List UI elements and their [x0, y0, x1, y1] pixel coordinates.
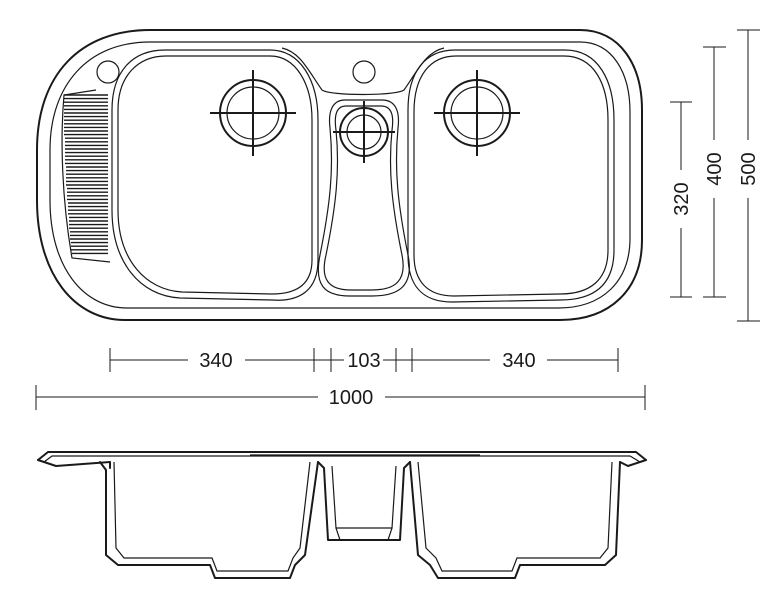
dim-340-right-label: 340: [502, 350, 535, 372]
tap-hole-center: [352, 60, 376, 84]
horizontal-dimensions: 340 103 340 1000: [35, 348, 646, 410]
tap-hole-left: [96, 60, 120, 84]
section-right-bowl: [409, 461, 621, 579]
section-middle-bowl: [317, 461, 411, 541]
middle-bowl-inner: [323, 105, 404, 291]
right-bowl: [407, 49, 615, 303]
vertical-dimensions: 320 400 500: [670, 29, 760, 322]
drain-right: [434, 70, 520, 156]
sink-outer-outline: [36, 29, 643, 321]
dim-1000-label: 1000: [329, 387, 374, 409]
left-bowl: [111, 49, 319, 301]
dim-400-label: 400: [704, 152, 726, 185]
dim-103-label: 103: [347, 350, 380, 372]
dim-500: 500: [737, 29, 760, 322]
right-bowl-inner: [413, 55, 609, 297]
dim-320: 320: [670, 101, 693, 298]
dim-500-label: 500: [738, 152, 760, 185]
sink-inner-rim: [49, 41, 631, 309]
side-section-view: [37, 451, 647, 579]
drain-middle: [333, 101, 395, 163]
middle-bowl: [317, 99, 410, 297]
dim-320-label: 320: [671, 182, 693, 215]
dim-340-left-label: 340: [199, 350, 232, 372]
drainer-outline: [61, 89, 111, 263]
dim-400: 400: [703, 46, 726, 298]
top-view: [36, 29, 643, 321]
drain-left: [210, 70, 296, 156]
drainer-grooves: [64, 94, 108, 255]
left-bowl-inner: [117, 55, 313, 295]
section-left-bowl: [99, 461, 319, 579]
